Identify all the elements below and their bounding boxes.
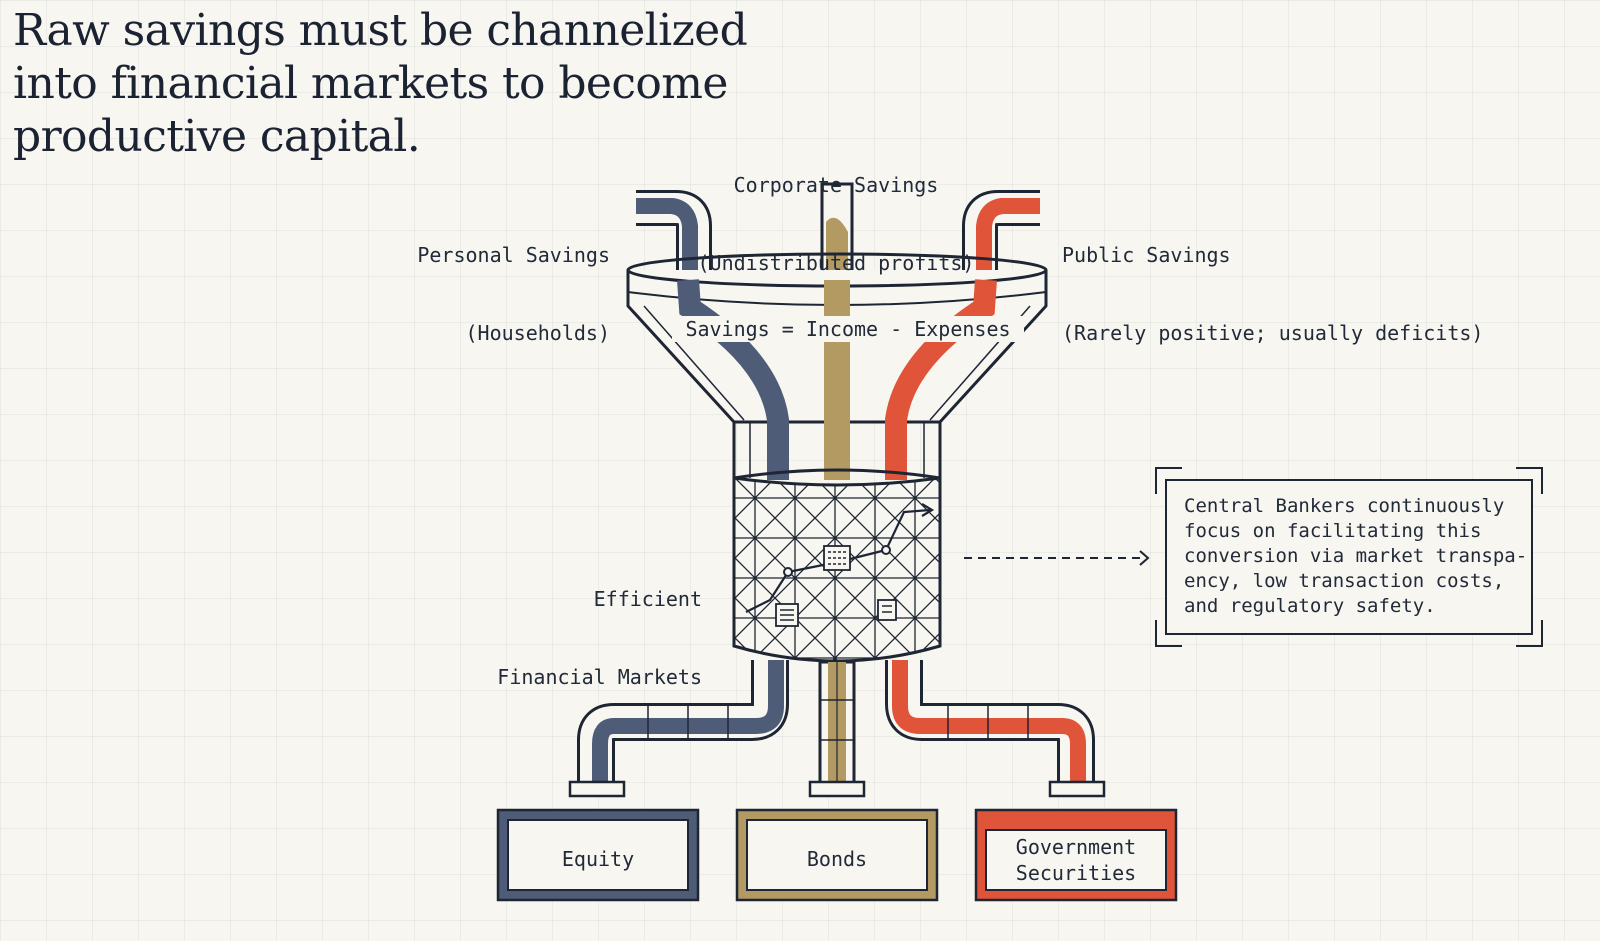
- equity-label-text: Equity: [561, 847, 635, 871]
- equity-box: [496, 808, 700, 902]
- funnel-streams: [677, 279, 997, 480]
- note-frame: [1155, 467, 1543, 647]
- bonds-box: [735, 808, 939, 902]
- bonds-pipe: [808, 660, 866, 798]
- personal-savings-title: Personal Savings: [417, 243, 610, 267]
- equity-pipe: [568, 660, 789, 798]
- note-line: and regulatory safety.: [1184, 595, 1436, 617]
- financial-markets-cylinder: [732, 468, 942, 663]
- financial-markets-line: Efficient: [593, 587, 702, 611]
- equity-label: Equity: [508, 846, 688, 872]
- dashed-arrow: [964, 550, 1150, 566]
- financial-markets-label: Efficient Financial Markets: [470, 534, 702, 716]
- corporate-savings-label: Corporate Savings (Undistributed profits…: [676, 120, 996, 302]
- government-securities-label: Government Securities: [986, 834, 1166, 886]
- corporate-savings-subtitle: (Undistributed profits): [697, 251, 975, 275]
- public-savings-subtitle: (Rarely positive; usually deficits): [1062, 321, 1484, 345]
- funnel-neck: [732, 422, 942, 478]
- public-savings-pipe: [962, 190, 1040, 292]
- corporate-savings-title: Corporate Savings: [733, 173, 939, 197]
- government-securities-pipe: [885, 660, 1106, 798]
- government-securities-label-line: Securities: [1015, 861, 1137, 885]
- public-savings-label: Public Savings (Rarely positive; usually…: [1062, 190, 1483, 372]
- personal-savings-label: Personal Savings (Households): [380, 190, 610, 372]
- central-bankers-note: Central Bankers continuously focus on fa…: [1184, 494, 1544, 619]
- financial-markets-line: Financial Markets: [497, 665, 702, 689]
- headline-line: into financial markets to become: [13, 58, 728, 109]
- headline-line: productive capital.: [13, 111, 421, 162]
- government-securities-label-line: Government: [1015, 835, 1137, 859]
- government-securities-box: [974, 808, 1178, 902]
- note-line: focus on facilitating this: [1184, 520, 1482, 542]
- bonds-label-text: Bonds: [806, 847, 868, 871]
- personal-savings-subtitle: (Households): [465, 321, 611, 345]
- bonds-label: Bonds: [747, 846, 927, 872]
- note-line: Central Bankers continuously: [1184, 495, 1505, 517]
- note-line: conversion via market transpa-: [1184, 545, 1528, 567]
- headline-line: Raw savings must be channelized: [13, 5, 748, 56]
- personal-savings-pipe: [636, 190, 712, 292]
- public-savings-title: Public Savings: [1062, 243, 1231, 267]
- note-line: ency, low transaction costs,: [1184, 570, 1505, 592]
- savings-formula: Savings = Income - Expenses: [672, 316, 1024, 342]
- headline: Raw savings must be channelized into fin…: [13, 4, 748, 163]
